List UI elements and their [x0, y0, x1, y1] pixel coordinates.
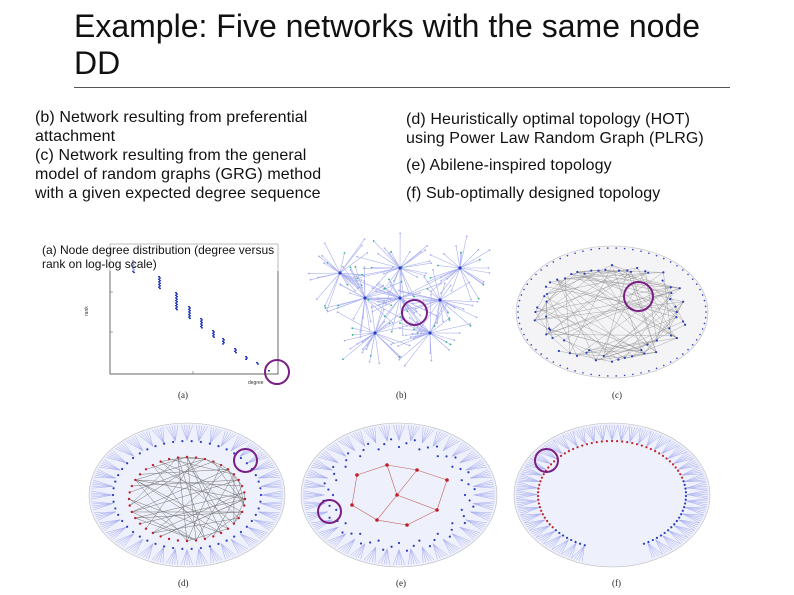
- desc-d-line2: using Power Law Random Graph (PLRG): [406, 130, 704, 147]
- panel-c-random-graph: [515, 245, 709, 379]
- desc-e: (e) Abilene-inspired topology: [406, 157, 612, 174]
- highlight-circle-e: [317, 499, 342, 524]
- desc-b-line2: attachment: [35, 128, 116, 145]
- caption-f: (f): [612, 578, 621, 588]
- highlight-circle-a: [264, 359, 290, 385]
- desc-d-line1: (d) Heuristically optimal topology (HOT): [406, 111, 691, 128]
- desc-f: (f) Sub-optimally designed topology: [406, 185, 661, 202]
- desc-b-line1: (b) Network resulting from preferential: [35, 109, 308, 126]
- panel-a-note: (a) Node degree distribution (degree ver…: [42, 243, 282, 271]
- highlight-circle-c: [623, 281, 654, 312]
- caption-b: (b): [396, 390, 407, 400]
- caption-e: (e): [396, 578, 406, 588]
- panel-e-abilene-topology: [300, 422, 498, 568]
- highlight-circle-f: [534, 448, 559, 473]
- desc-c-line1: (c) Network resulting from the general: [35, 147, 307, 164]
- caption-a: (a): [178, 390, 188, 400]
- panel-f-suboptimal-topology: [513, 422, 711, 568]
- slide-title: Example: Five networks with the same nod…: [74, 8, 701, 81]
- highlight-circle-b: [401, 299, 428, 326]
- desc-c-line3: with a given expected degree sequence: [35, 185, 321, 202]
- caption-d: (d): [178, 578, 189, 588]
- title-divider: [74, 87, 730, 88]
- desc-c-line2: model of random graphs (GRG) method: [35, 166, 322, 183]
- left-description: (b) Network resulting from preferential …: [35, 108, 405, 203]
- panel-a-xlabel: degree: [248, 380, 264, 386]
- panel-b-preferential-attachment: [308, 232, 491, 367]
- highlight-circle-d: [233, 448, 258, 473]
- right-description: (d) Heuristically optimal topology (HOT)…: [406, 110, 791, 203]
- caption-c: (c): [612, 390, 622, 400]
- panel-d-hot-topology: [88, 422, 286, 568]
- panel-a-ylabel: rank: [84, 306, 90, 316]
